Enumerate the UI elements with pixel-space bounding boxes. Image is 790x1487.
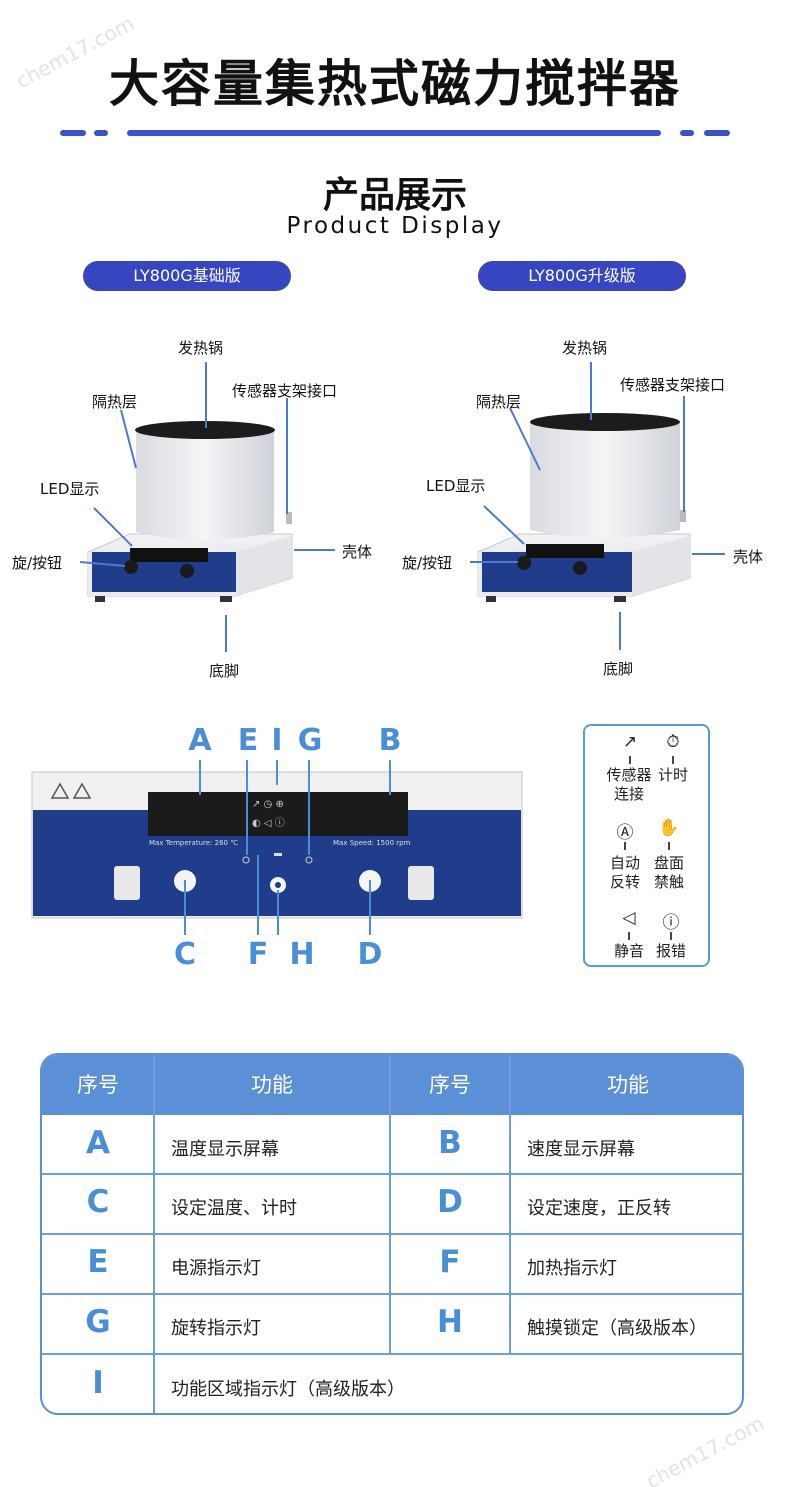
touch-lock-icon: ✋ bbox=[658, 818, 680, 838]
error-icon: ⓘ bbox=[662, 913, 680, 933]
product-illustrations bbox=[79, 362, 725, 652]
table-cell-function: 旋转指示灯 bbox=[171, 1318, 261, 1339]
version-badge-basic: LY800G基础版 bbox=[83, 261, 291, 291]
legend-label: 静音 bbox=[613, 942, 644, 960]
table-cell-function: 温度显示屏幕 bbox=[171, 1139, 279, 1160]
table-header: 功能 bbox=[510, 1055, 742, 1115]
label-sensor-mount: 传感器支架接口 bbox=[232, 382, 338, 400]
table-cell-index: C bbox=[86, 1184, 110, 1220]
letter-e: E bbox=[237, 723, 259, 758]
table-cell-function: 功能区域指示灯（高级版本） bbox=[171, 1379, 405, 1400]
section-title: 产品展示 bbox=[322, 175, 467, 216]
sensor-icon: ↗ bbox=[622, 732, 638, 752]
auto-reverse-icon: Ⓐ bbox=[616, 823, 634, 843]
page-title: 大容量集热式磁力搅拌器 bbox=[109, 55, 681, 113]
function-table: 序号 功能 序号 功能 A 温度显示屏幕 B 速度显示屏幕 C 设定温度、计时 … bbox=[40, 1053, 744, 1415]
table-cell-function: 触摸锁定（高级版本） bbox=[527, 1318, 707, 1339]
title-rule bbox=[127, 130, 661, 136]
table-cell-function: 设定温度、计时 bbox=[171, 1198, 297, 1219]
letter-h: H bbox=[289, 937, 315, 972]
label-pot: 发热锅 bbox=[562, 339, 608, 357]
title-rule bbox=[680, 130, 694, 136]
label-foot: 底脚 bbox=[209, 662, 240, 680]
title-rule bbox=[60, 130, 86, 136]
table-cell-index: E bbox=[87, 1244, 109, 1280]
title-rule bbox=[94, 130, 108, 136]
timer-icon: ⏱ bbox=[666, 732, 680, 752]
legend-label: 报错 bbox=[655, 942, 686, 960]
table-cell-index: H bbox=[437, 1304, 463, 1340]
table-header: 序号 bbox=[42, 1055, 154, 1115]
panel-pointers bbox=[184, 760, 391, 935]
table-cell-function: 加热指示灯 bbox=[527, 1258, 617, 1279]
label-led: LED显示 bbox=[426, 477, 486, 495]
table-cell-index: A bbox=[86, 1125, 110, 1161]
max-speed-text: Max Speed: 1500 rpm bbox=[333, 839, 411, 847]
title-rule bbox=[704, 130, 730, 136]
letter-g: G bbox=[297, 723, 323, 758]
version-badge-upgrade: LY800G升级版 bbox=[478, 261, 686, 291]
label-knob: 旋/按钮 bbox=[12, 554, 63, 572]
device-upgrade bbox=[477, 413, 691, 602]
label-shell: 壳体 bbox=[342, 543, 373, 561]
legend-label: 传感器 连接 bbox=[606, 766, 652, 803]
letter-b: B bbox=[378, 723, 402, 758]
label-insulation: 隔热层 bbox=[476, 393, 522, 411]
section-subtitle: Product Display bbox=[286, 213, 504, 239]
table-cell-index: B bbox=[438, 1125, 462, 1161]
letter-d: D bbox=[357, 937, 383, 972]
table-cell-function: 电源指示灯 bbox=[171, 1258, 261, 1279]
table-header: 序号 bbox=[390, 1055, 510, 1115]
table-header: 功能 bbox=[154, 1055, 390, 1115]
max-temp-text: Max Temperature: 260 ℃ bbox=[149, 839, 239, 847]
table-cell-index: I bbox=[92, 1365, 104, 1401]
icon-legend: ↗ 传感器 连接 ⏱ 计时 Ⓐ 自动 反转 ✋ 盘面 禁触 ◁ 静音 ⓘ 报错 bbox=[583, 724, 710, 967]
svg-text:◐ ◁ ⓘ: ◐ ◁ ⓘ bbox=[252, 817, 285, 829]
letter-f: F bbox=[247, 937, 269, 972]
legend-label: 计时 bbox=[657, 766, 688, 784]
label-led: LED显示 bbox=[40, 480, 100, 498]
label-sensor-mount: 传感器支架接口 bbox=[620, 376, 726, 394]
leader-lines-basic bbox=[79, 362, 335, 652]
table-cell-function: 速度显示屏幕 bbox=[527, 1139, 635, 1160]
table-cell-index: G bbox=[85, 1304, 111, 1340]
label-knob: 旋/按钮 bbox=[402, 554, 453, 572]
legend-label: 自动 反转 bbox=[609, 854, 640, 891]
leader-lines-upgrade bbox=[470, 362, 725, 650]
label-shell: 壳体 bbox=[733, 548, 764, 566]
svg-text:↗ ◷ ⊕: ↗ ◷ ⊕ bbox=[252, 799, 284, 810]
table-cell-index: F bbox=[439, 1244, 461, 1280]
letter-c: C bbox=[173, 937, 197, 972]
letter-i: I bbox=[271, 723, 283, 758]
table-cell-function: 设定速度，正反转 bbox=[527, 1198, 671, 1219]
label-insulation: 隔热层 bbox=[92, 393, 138, 411]
label-foot: 底脚 bbox=[603, 660, 634, 678]
device-basic bbox=[87, 421, 293, 602]
legend-label: 盘面 禁触 bbox=[653, 854, 684, 891]
mute-icon: ◁ bbox=[622, 908, 636, 928]
watermark: chem17.com bbox=[641, 1410, 769, 1487]
letter-a: A bbox=[188, 723, 212, 758]
table-cell-index: D bbox=[437, 1184, 463, 1220]
label-pot: 发热锅 bbox=[178, 339, 224, 357]
